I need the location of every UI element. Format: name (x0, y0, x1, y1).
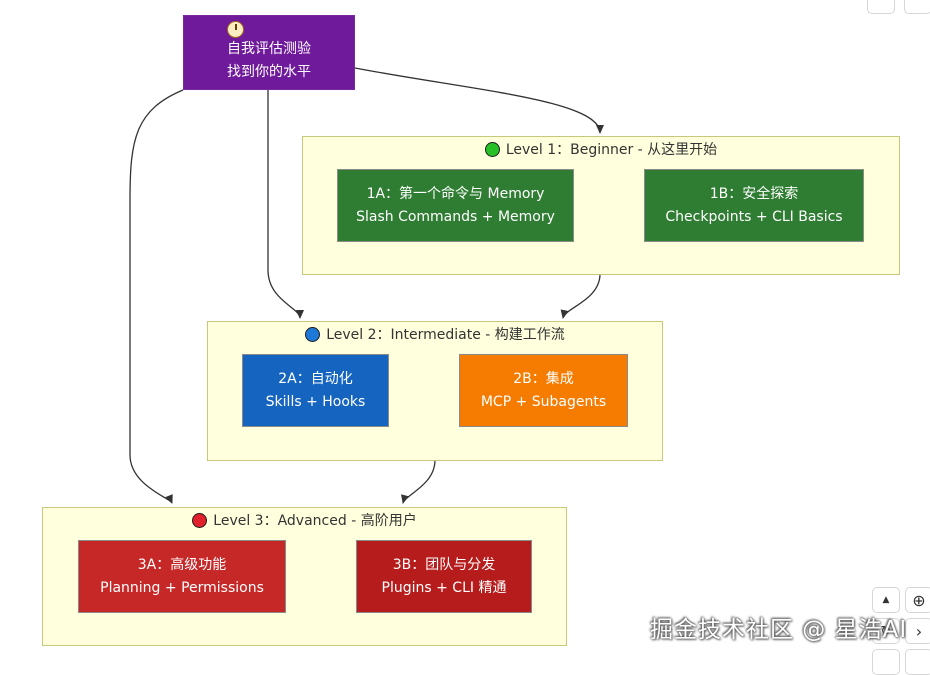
node-1b-subtitle: Checkpoints + CLI Basics (665, 208, 843, 225)
node-1a[interactable]: 1A：第一个命令与 Memory Slash Commands + Memory (337, 169, 574, 242)
edge-level1-to-level2 (560, 273, 601, 319)
cluster-level-2-label: Level 2：Intermediate - 构建工作流 (326, 327, 565, 343)
node-1b-title: 1B：安全探索 (709, 185, 799, 202)
chevron-up-icon: ▲ (882, 595, 890, 605)
node-2b-title: 2B：集成 (513, 370, 574, 387)
top-control-a[interactable] (867, 0, 895, 14)
node-1b[interactable]: 1B：安全探索 Checkpoints + CLI Basics (644, 169, 864, 242)
cluster-level-3-title: Level 3：Advanced - 高阶用户 (43, 510, 566, 530)
node-2a-title: 2A：自动化 (278, 370, 353, 387)
chevron-right-icon: › (915, 621, 923, 641)
node-3a-subtitle: Planning + Permissions (100, 579, 264, 596)
pan-down-button[interactable] (872, 649, 900, 675)
zoom-in-icon: ⊕ (912, 590, 926, 610)
cluster-level-3-label: Level 3：Advanced - 高阶用户 (213, 513, 417, 529)
top-control-b[interactable] (904, 0, 930, 14)
node-3b-subtitle: Plugins + CLI 精通 (381, 579, 507, 596)
node-3b-title: 3B：团队与分发 (392, 556, 496, 573)
zoom-out-button[interactable] (905, 649, 930, 675)
node-3a-title: 3A：高级功能 (137, 556, 227, 573)
node-self-assessment-line1: 自我评估测验 (227, 21, 311, 61)
node-3a[interactable]: 3A：高级功能 Planning + Permissions (78, 540, 286, 613)
node-1a-subtitle: Slash Commands + Memory (356, 208, 555, 225)
green-circle-icon (484, 141, 500, 157)
node-1a-title: 1A：第一个命令与 Memory (366, 185, 545, 202)
cluster-level-1-label: Level 1：Beginner - 从这里开始 (505, 142, 718, 158)
red-circle-icon (192, 512, 208, 528)
pan-up-button[interactable]: ▲ (872, 587, 900, 613)
node-2a-subtitle: Skills + Hooks (265, 393, 366, 410)
edge-start-to-level2 (267, 90, 304, 319)
node-2b-subtitle: MCP + Subagents (480, 393, 607, 410)
pan-right-button[interactable]: › (905, 618, 930, 644)
watermark: 掘金技术社区 @ 星浩AI (650, 617, 908, 643)
clock-icon (227, 21, 244, 38)
blue-circle-icon (305, 326, 321, 342)
node-self-assessment-line2: 找到你的水平 (227, 64, 311, 80)
reset-view-button[interactable]: ↻ (872, 618, 900, 644)
cluster-level-2-title: Level 2：Intermediate - 构建工作流 (208, 324, 662, 344)
cluster-level-1-title: Level 1：Beginner - 从这里开始 (303, 139, 899, 159)
node-2b[interactable]: 2B：集成 MCP + Subagents (459, 354, 628, 427)
node-2a[interactable]: 2A：自动化 Skills + Hooks (242, 354, 389, 427)
zoom-in-button[interactable]: ⊕ (905, 587, 930, 613)
edge-level2-to-level3 (401, 459, 436, 504)
node-self-assessment[interactable]: 自我评估测验 找到你的水平 (183, 15, 355, 90)
edge-start-to-level1 (354, 67, 604, 134)
node-3b[interactable]: 3B：团队与分发 Plugins + CLI 精通 (356, 540, 532, 613)
reset-icon: ↻ (880, 623, 892, 639)
edge-start-to-level3 (129, 89, 184, 504)
